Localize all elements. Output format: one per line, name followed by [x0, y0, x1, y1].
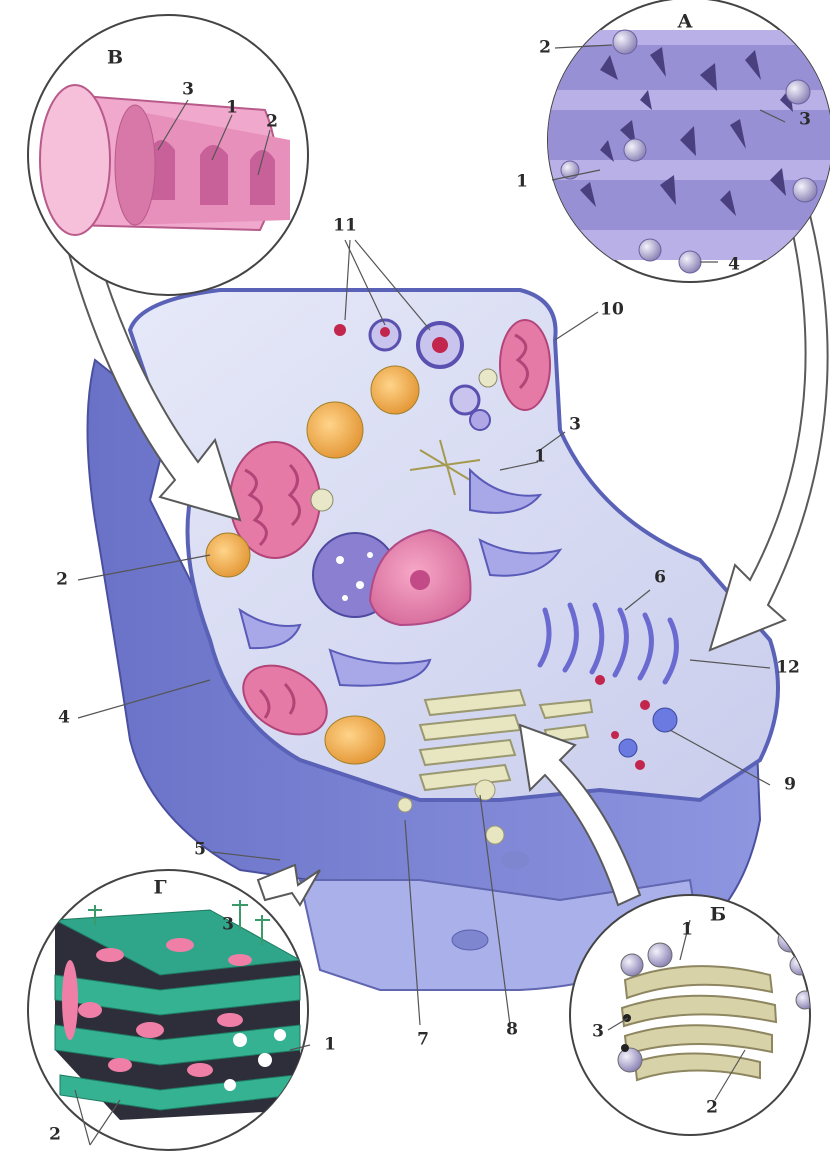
- inset-b-letter: В: [107, 49, 123, 68]
- inset-b: [28, 15, 308, 295]
- inset-a: [545, 0, 830, 282]
- cell-label-2: 2: [56, 572, 68, 589]
- inset-bb-label-3: 3: [592, 1024, 604, 1041]
- inset-g-letter: Г: [153, 879, 166, 898]
- cell-label-1: 1: [534, 449, 546, 466]
- inset-a-label-3: 3: [799, 112, 811, 129]
- inset-bb-label-2: 2: [706, 1100, 718, 1117]
- cell-label-7: 7: [417, 1032, 429, 1049]
- cell-label-8: 8: [506, 1022, 518, 1039]
- cell-label-6: 6: [654, 570, 666, 587]
- cell-label-11: 11: [333, 218, 357, 235]
- inset-a-label-4: 4: [728, 257, 740, 274]
- inset-bb-label-1: 1: [681, 922, 693, 939]
- inset-g-label-2: 2: [49, 1127, 61, 1144]
- cell-label-5: 5: [194, 842, 206, 859]
- inset-bb-letter: Б: [710, 906, 726, 925]
- cell-label-10: 10: [600, 302, 624, 319]
- cell-label-9: 9: [784, 777, 796, 794]
- inset-g-label-1: 1: [324, 1037, 336, 1054]
- inset-b-label-2: 2: [266, 114, 278, 131]
- inset-b-label-3: 3: [182, 82, 194, 99]
- cell-label-12: 12: [776, 660, 800, 677]
- cell-label-4: 4: [58, 710, 70, 727]
- inset-a-label-2: 2: [539, 40, 551, 57]
- inset-b-label-1: 1: [226, 100, 238, 117]
- inset-g-label-3: 3: [222, 917, 234, 934]
- cell-label-3: 3: [569, 417, 581, 434]
- inset-a-label-1: 1: [516, 174, 528, 191]
- inset-g: [28, 870, 308, 1150]
- inset-a-letter: А: [677, 13, 692, 32]
